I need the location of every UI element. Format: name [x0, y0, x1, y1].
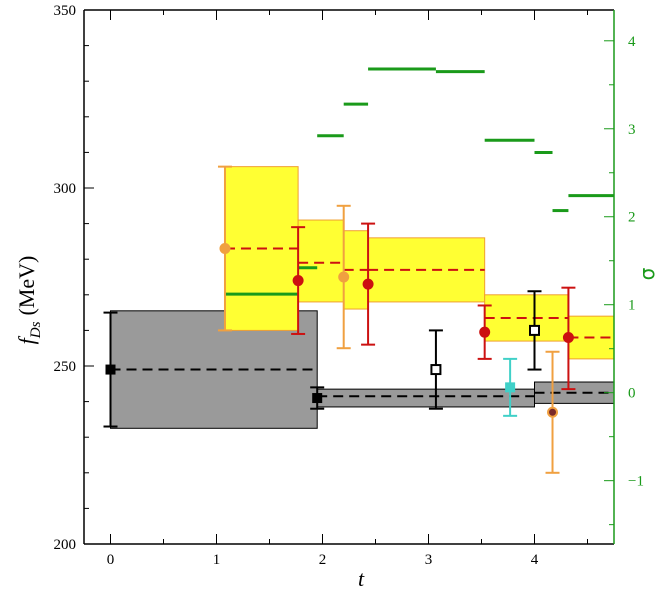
- y-tick-label-right: 2: [628, 210, 636, 226]
- marker-circle: [338, 271, 350, 283]
- y-tick-label-left: 350: [54, 3, 77, 19]
- y-axis-title-right: σ: [635, 267, 659, 280]
- marker-open-square: [430, 364, 442, 376]
- marker-square: [505, 382, 516, 393]
- marker-circle: [292, 275, 304, 287]
- marker-circle: [479, 326, 491, 338]
- marker-circle: [219, 243, 231, 255]
- marker-square: [312, 393, 323, 404]
- y-tick-label-left: 300: [54, 181, 77, 197]
- data-point-11: [503, 357, 518, 417]
- x-tick-label: 3: [425, 552, 433, 568]
- marker-circle: [547, 406, 559, 418]
- data-point-5: [336, 204, 351, 350]
- data-point-3: [527, 290, 542, 371]
- plot-frame: 0 1 2 3 4 200 250 300 350 −1 0 1 2 3 4: [54, 3, 644, 568]
- data-point-4: [217, 165, 232, 332]
- y-tick-label-left: 200: [54, 537, 77, 553]
- marker-circle: [362, 278, 374, 290]
- y-tick-label-right: 0: [628, 386, 636, 402]
- marker-circle: [562, 332, 574, 344]
- y-tick-label-right: 4: [628, 34, 636, 50]
- x-tick-label: 1: [213, 552, 221, 568]
- data-point-2: [428, 329, 443, 410]
- y-tick-label-right: −1: [628, 474, 644, 490]
- data-point-6: [545, 350, 560, 474]
- y-tick-label-right: 1: [628, 298, 636, 314]
- y-tick-label-right: 3: [628, 122, 636, 138]
- x-axis-title: t: [358, 566, 365, 591]
- gray-band-1: [316, 388, 536, 408]
- plot-area: [103, 67, 615, 474]
- data-point-0: [103, 311, 118, 428]
- data-point-8: [361, 222, 376, 346]
- marker-open-square: [529, 324, 540, 336]
- x-tick-label: 2: [319, 552, 327, 568]
- data-point-7: [291, 226, 306, 335]
- data-point-10: [561, 286, 576, 391]
- x-tick-label: 0: [107, 552, 115, 568]
- y-axis-title-left: fDs(MeV): [14, 256, 44, 345]
- data-point-1: [310, 386, 325, 410]
- x-tick-label: 4: [531, 552, 539, 568]
- yellow-band-1: [297, 219, 345, 303]
- data-point-9: [477, 304, 492, 360]
- y-tick-label-left: 250: [54, 359, 77, 375]
- marker-square: [105, 364, 116, 375]
